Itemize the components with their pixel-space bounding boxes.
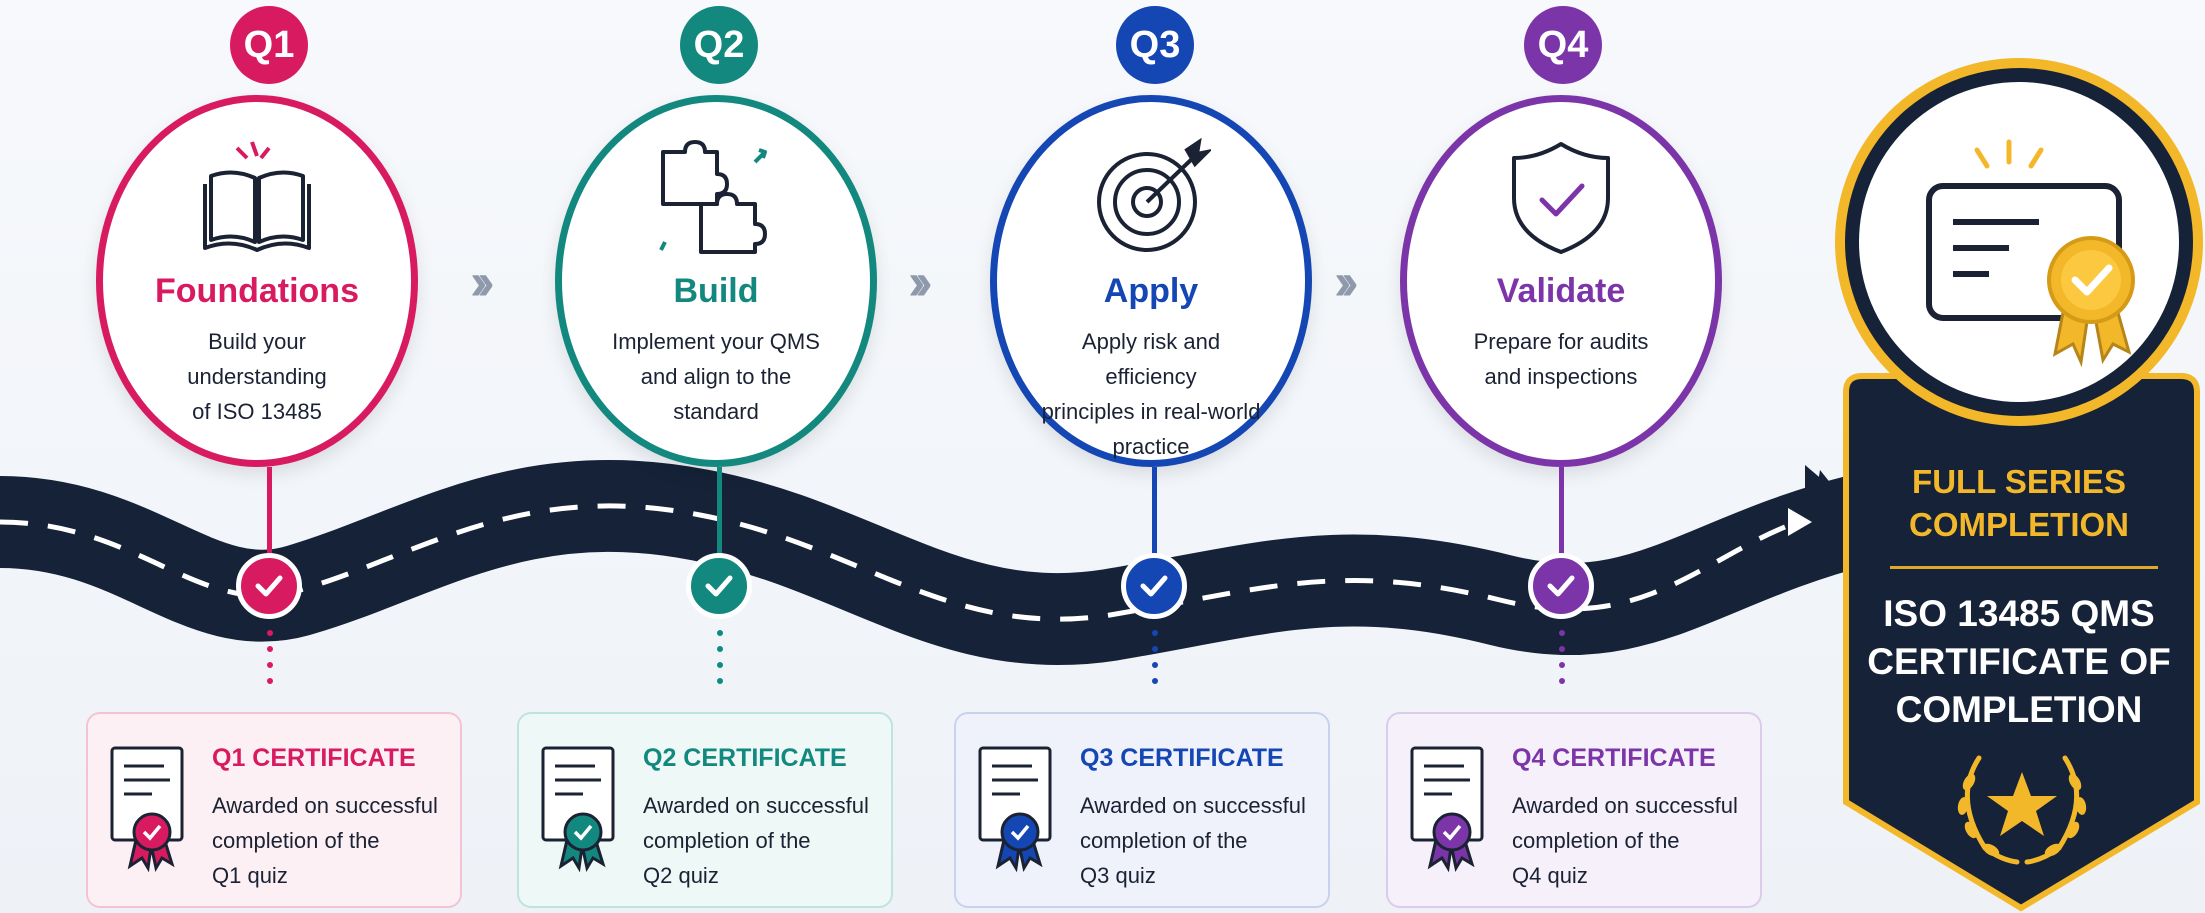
- check-icon: [686, 553, 752, 619]
- check-icon: [236, 553, 302, 619]
- dotted-connector: [267, 630, 273, 694]
- certificate-icon: [976, 744, 1060, 879]
- certificate-icon: [1408, 744, 1492, 879]
- stage-title: Apply: [1103, 272, 1199, 310]
- stage-title: Validate: [1496, 272, 1626, 310]
- chevrons-right-icon: ››: [908, 253, 932, 311]
- dotted-connector: [1559, 630, 1565, 694]
- puzzle-pieces-icon: [562, 138, 870, 258]
- stage-connector: [267, 467, 272, 557]
- certificate-ribbon-icon: [1835, 58, 2203, 426]
- q4-badge: Q4: [1524, 6, 1602, 84]
- check-icon: [1528, 553, 1594, 619]
- shield-check-icon: [1407, 138, 1715, 258]
- divider: [1890, 566, 2158, 569]
- certificate-title: Q4 CERTIFICATE: [1512, 744, 1716, 772]
- stage-connector: [1152, 467, 1157, 557]
- final-completion-panel: [1843, 373, 2200, 912]
- certificate-title: Q1 CERTIFICATE: [212, 744, 416, 772]
- dotted-connector: [717, 630, 723, 694]
- q1-badge: Q1: [230, 6, 308, 84]
- stage-connector: [1559, 467, 1564, 557]
- certificate-title: Q3 CERTIFICATE: [1080, 744, 1284, 772]
- stage-connector: [717, 467, 722, 557]
- open-book-icon: [103, 138, 411, 258]
- certificate-title: Q2 CERTIFICATE: [643, 744, 847, 772]
- chevrons-right-icon: ››: [470, 253, 494, 311]
- certificate-icon: [108, 744, 192, 879]
- q3-badge: Q3: [1116, 6, 1194, 84]
- check-icon: [1121, 553, 1187, 619]
- dotted-connector: [1152, 630, 1158, 694]
- laurel-star-icon: [1949, 748, 2095, 875]
- q2-badge: Q2: [680, 6, 758, 84]
- chevrons-right-icon: ››: [1334, 253, 1358, 311]
- target-arrow-icon: [997, 138, 1305, 258]
- stage-title: Build: [673, 272, 759, 310]
- stage-title: Foundations: [155, 272, 359, 310]
- certificate-icon: [539, 744, 623, 879]
